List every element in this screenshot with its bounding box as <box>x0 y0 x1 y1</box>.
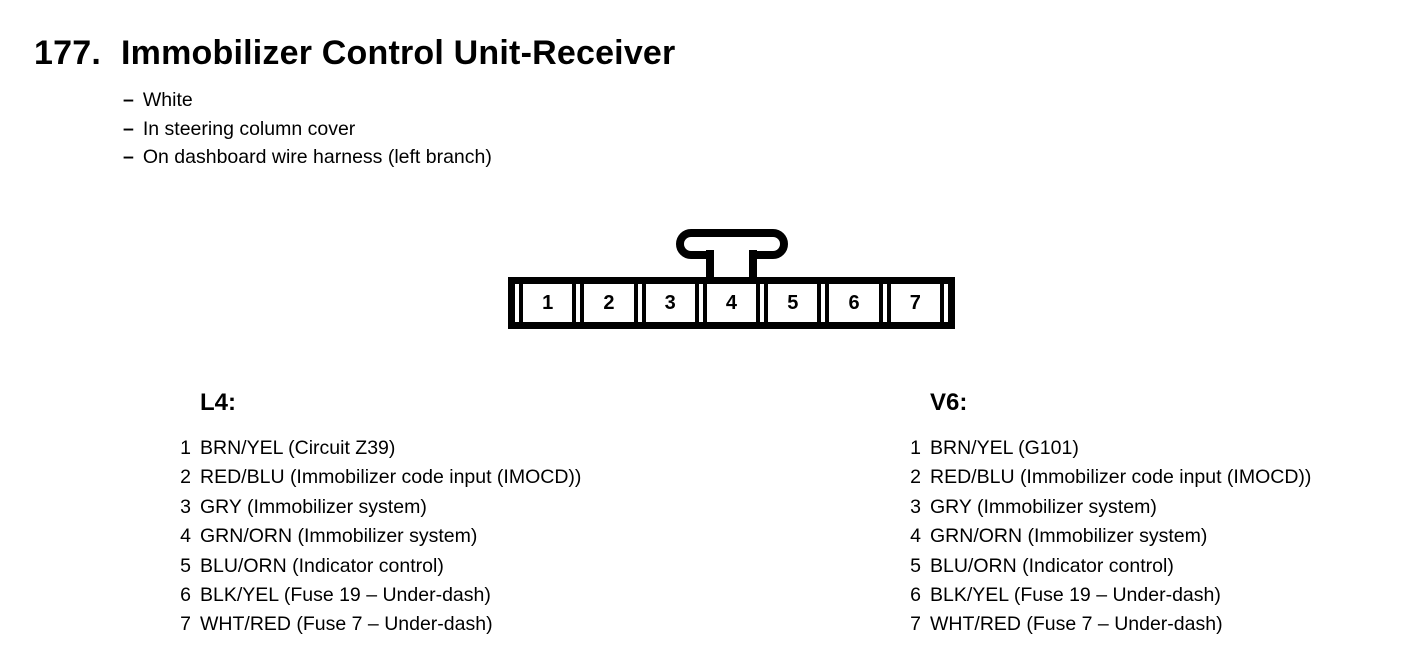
pin-number: 2 <box>910 466 921 489</box>
pin-number: 1 <box>180 437 191 459</box>
pin-row: 5 BLU/ORN (Indicator control) <box>175 552 581 581</box>
pin-description: BLU/ORN (Indicator control) <box>930 554 1174 577</box>
pin-row: 2 RED/BLU (Immobilizer code input (IMOCD… <box>175 463 581 492</box>
pin-row: 7 WHT/RED (Fuse 7 – Under-dash) <box>175 610 581 639</box>
pin-number: 2 <box>180 466 191 489</box>
pin-description: BLK/YEL (Fuse 19 – Under-dash) <box>930 584 1221 607</box>
pin-description: BLK/YEL (Fuse 19 – Under-dash) <box>200 584 491 607</box>
dash-bullet: – <box>123 117 134 140</box>
pin-row: 4 GRN/ORN (Immobilizer system) <box>905 522 1311 551</box>
connector-pin-cell: 7 <box>886 284 944 322</box>
note-text: White <box>142 89 193 111</box>
pin-description: WHT/RED (Fuse 7 – Under-dash) <box>200 613 493 636</box>
note-text: On dashboard wire harness (left branch) <box>142 146 492 168</box>
pin-description: BLU/ORN (Indicator control) <box>200 554 444 577</box>
connector-pin-cell: 3 <box>641 284 699 322</box>
pin-number: 4 <box>910 525 921 548</box>
pin-number: 4 <box>180 525 191 548</box>
pin-row: 6 BLK/YEL (Fuse 19 – Under-dash) <box>175 581 581 610</box>
connector-diagram: 1 2 3 4 5 6 7 <box>508 229 955 329</box>
pin-row: 3 GRY (Immobilizer system) <box>905 493 1311 522</box>
pin-description: GRN/ORN (Immobilizer system) <box>930 525 1208 548</box>
connector-pin-cell: 4 <box>702 284 761 322</box>
pin-number: 1 <box>910 437 921 459</box>
pin-row: 2 RED/BLU (Immobilizer code input (IMOCD… <box>905 463 1311 492</box>
pin-description: BRN/YEL (Circuit Z39) <box>200 437 396 459</box>
figure-title: 177. Immobilizer Control Unit-Receiver <box>34 34 675 73</box>
pin-number: 5 <box>910 554 921 577</box>
column-heading-l4: L4: <box>200 389 236 416</box>
pin-row: 4 GRN/ORN (Immobilizer system) <box>175 522 581 551</box>
connector-pin-cell: 6 <box>825 284 883 322</box>
pin-description: RED/BLU (Immobilizer code input (IMOCD)) <box>200 466 582 489</box>
pin-row: 5 BLU/ORN (Indicator control) <box>905 552 1311 581</box>
pin-number: 7 <box>910 613 921 636</box>
pin-number: 3 <box>910 495 921 518</box>
pin-row: 1 BRN/YEL (G101) <box>905 434 1311 463</box>
page-title: Immobilizer Control Unit-Receiver <box>121 34 676 72</box>
pin-description: GRY (Immobilizer system) <box>930 495 1157 518</box>
pin-number: 6 <box>180 584 191 607</box>
column-heading-v6: V6: <box>930 389 968 416</box>
pin-description: BRN/YEL (G101) <box>930 437 1079 459</box>
note-line: – In steering column cover <box>123 115 492 144</box>
connector-key-stem-icon <box>706 250 757 277</box>
dash-bullet: – <box>123 146 134 168</box>
connector-pin-cell: 1 <box>519 284 577 322</box>
pin-description: RED/BLU (Immobilizer code input (IMOCD)) <box>930 466 1312 489</box>
pin-description: GRN/ORN (Immobilizer system) <box>200 525 478 548</box>
pin-number: 5 <box>180 554 191 577</box>
note-line: – On dashboard wire harness (left branch… <box>123 143 492 172</box>
pin-row: 6 BLK/YEL (Fuse 19 – Under-dash) <box>905 581 1311 610</box>
pin-row: 1 BRN/YEL (Circuit Z39) <box>175 434 581 463</box>
connector-body: 1 2 3 4 5 6 7 <box>508 277 955 329</box>
note-text: In steering column cover <box>142 117 356 140</box>
figure-number: 177. <box>34 34 101 72</box>
connector-pin-cell: 2 <box>580 284 638 322</box>
pin-number: 3 <box>180 495 191 518</box>
pin-number: 7 <box>180 613 191 636</box>
note-line: – White <box>123 86 492 115</box>
pinout-column-l4: L4: 1 BRN/YEL (Circuit Z39) 2 RED/BLU (I… <box>175 388 581 640</box>
pin-description: GRY (Immobilizer system) <box>200 495 427 518</box>
pin-description: WHT/RED (Fuse 7 – Under-dash) <box>930 613 1223 636</box>
dash-bullet: – <box>123 89 134 111</box>
pinout-column-v6: V6: 1 BRN/YEL (G101) 2 RED/BLU (Immobili… <box>905 388 1311 640</box>
pin-row: 3 GRY (Immobilizer system) <box>175 493 581 522</box>
pin-row: 7 WHT/RED (Fuse 7 – Under-dash) <box>905 610 1311 639</box>
connector-pin-cell: 5 <box>764 284 822 322</box>
pin-number: 6 <box>910 584 921 607</box>
connector-notes: – White – In steering column cover – On … <box>123 86 492 172</box>
